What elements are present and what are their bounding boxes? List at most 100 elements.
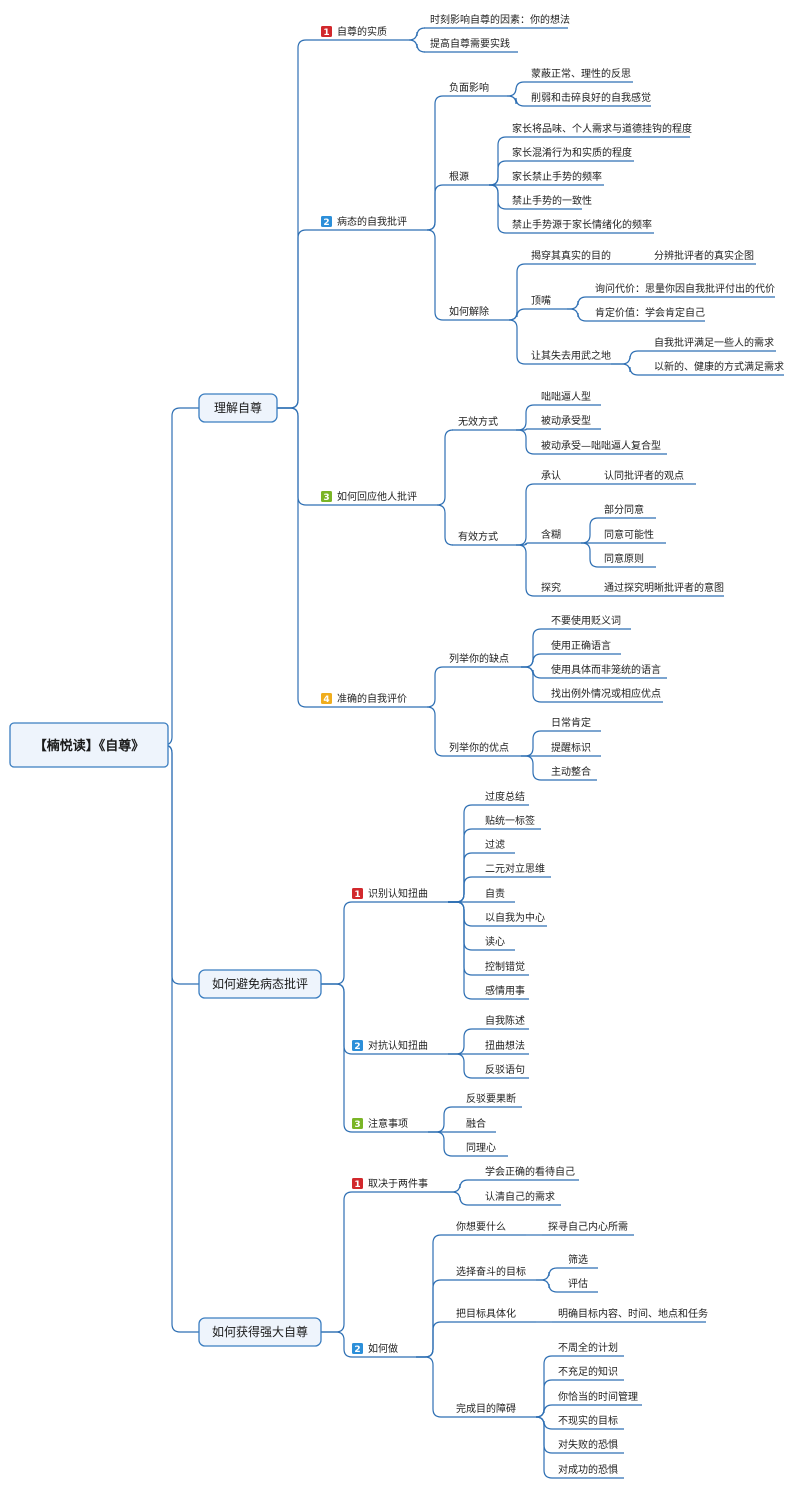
node-0-1-0-0[interactable]: 蒙蔽正常、理性的反思 [525,67,633,83]
node-0-0-0[interactable]: 时刻影响自尊的因素：你的想法 [424,13,570,29]
node-label: 揭穿其真实的目的 [531,249,611,262]
node-0-2-1-1-2[interactable]: 同意原则 [598,552,656,568]
node-0-1-2-0-0[interactable]: 分辨批评者的真实企图 [648,249,756,265]
node-0-1-0-1[interactable]: 削弱和击碎良好的自我感觉 [525,91,651,107]
node-2-0-0[interactable]: 学会正确的看待自己 [479,1165,579,1181]
connector-line [581,517,599,544]
node-1-0-2[interactable]: 过滤 [479,838,515,854]
node-1-0-4[interactable]: 自责 [479,887,515,903]
node-0-3-0-3[interactable]: 找出例外情况或相应优点 [545,687,663,703]
node-2-1-3-3[interactable]: 不现实的目标 [552,1414,624,1430]
priority-2-icon [321,216,332,227]
node-2-1-2[interactable]: 把目标具体化 [450,1307,536,1323]
node-0-2-0-1[interactable]: 被动承受型 [535,414,601,430]
node-1-1-2[interactable]: 反驳语句 [479,1063,529,1079]
node-0-1-2-2-1[interactable]: 以新的、健康的方式满足需求 [648,360,784,376]
node-2-1-0-0[interactable]: 探寻自己内心所需 [542,1220,634,1236]
node-1-0-7[interactable]: 控制错觉 [479,960,529,976]
node-2-1-3-1[interactable]: 不充足的知识 [552,1365,624,1381]
node-1-1-0[interactable]: 自我陈述 [479,1014,529,1030]
node-0-2-0-0[interactable]: 咄咄逼人型 [535,390,601,406]
node-0-1-2-2[interactable]: 让其失去用武之地 [525,349,611,365]
node-0-1-2-0[interactable]: 揭穿其真实的目的 [525,249,621,265]
node-0-2-1-1-1[interactable]: 同意可能性 [598,528,666,544]
node-1-2-1[interactable]: 融合 [460,1117,496,1133]
node-0-3-0-1[interactable]: 使用正确语言 [545,639,621,655]
node-2-1-3-5[interactable]: 对成功的恐惧 [552,1463,624,1479]
node-0-1-2-1[interactable]: 顶嘴 [525,295,567,310]
node-1-0-3[interactable]: 二元对立思维 [479,862,551,878]
node-2-1-1-0[interactable]: 筛选 [562,1253,598,1269]
node-0-3-1-2[interactable]: 主动整合 [545,765,597,781]
node-1-0-8[interactable]: 感情用事 [479,984,529,1000]
node-1-2-2[interactable]: 同理心 [460,1142,508,1157]
node-0[interactable]: 理解自尊 [198,393,278,423]
node-1-0-5[interactable]: 以自我为中心 [479,911,547,927]
node-0-1-2-2-0[interactable]: 自我批评满足一些人的需求 [648,336,776,352]
priority-3-icon [352,1118,363,1129]
node-1-1-1[interactable]: 扭曲想法 [479,1039,529,1055]
connector-line [448,1053,479,1079]
node-0-3-0[interactable]: 列举你的缺点 [443,652,521,668]
node-2-1-1[interactable]: 选择奋斗的目标 [450,1265,536,1281]
node-0-2-1-1-0[interactable]: 部分同意 [598,503,656,519]
node-0-3-1-0[interactable]: 日常肯定 [545,716,601,732]
node-1-0-1[interactable]: 贴统一标签 [479,814,541,830]
node-0-1-1-0[interactable]: 家长将品味、个人需求与道德挂钩的程度 [506,122,692,138]
node-label: 让其失去用武之地 [531,349,611,362]
node-2-1-2-0[interactable]: 明确目标内容、时间、地点和任务 [552,1307,708,1323]
node-0-3-0-0[interactable]: 不要使用贬义词 [545,614,631,630]
connector-line [611,363,648,376]
node-0-1-1-1[interactable]: 家长混淆行为和实质的程度 [506,146,634,162]
node-0-2-1-0[interactable]: 承认 [535,469,581,485]
node-0-1-2-1-0[interactable]: 询问代价：思量你因自我批评付出的代价 [589,282,775,298]
node-2-1-3-2[interactable]: 你恰当的时间管理 [552,1390,642,1406]
node-0-2-1-0-0[interactable]: 认同批评者的观点 [598,469,696,485]
node-2-1-3[interactable]: 完成目的障碍 [450,1402,536,1418]
node-2-1-0[interactable]: 你想要什么 [450,1220,526,1236]
node-0-1-1-4[interactable]: 禁止手势源于家长情绪化的频率 [506,218,654,234]
node-0-2-1[interactable]: 有效方式 [452,530,516,546]
node-2-1-3-0[interactable]: 不周全的计划 [552,1341,624,1357]
priority-number: 3 [354,1120,360,1130]
node-label: 蒙蔽正常、理性的反思 [531,67,631,80]
node-0-2-1-1[interactable]: 含糊 [535,528,581,544]
node-2[interactable]: 如何获得强大自尊 [198,1317,322,1347]
node-1-2-0[interactable]: 反驳要果断 [460,1092,522,1108]
node-0-1-2-1-1[interactable]: 肯定价值：学会肯定自己 [589,306,705,322]
node-label: 不要使用贬义词 [551,614,621,627]
node-0-2-1-2-0[interactable]: 通过探究明晰批评者的意图 [598,581,724,597]
node-0-1-0[interactable]: 负面影响 [443,81,507,97]
node-2-0-1[interactable]: 认清自己的需求 [479,1190,561,1206]
node-0-0-1[interactable]: 提高自尊需要实践 [424,37,518,53]
node-0-3-1-1[interactable]: 提醒标识 [545,742,601,757]
node-label: 被动承受型 [541,414,591,427]
node-0-3-1[interactable]: 列举你的优点 [443,741,521,757]
node-2-1-3-4[interactable]: 对失败的恐惧 [552,1438,624,1454]
node-0-3-0-2[interactable]: 使用具体而非笼统的语言 [545,663,667,679]
node-0-1-1-2[interactable]: 家长禁止手势的频率 [506,170,604,186]
node-1-0-0[interactable]: 过度总结 [479,790,529,806]
node-0-1-1[interactable]: 根源 [443,170,489,186]
node-0-1-1-3[interactable]: 禁止手势的一致性 [506,194,592,210]
connector-line [521,730,545,757]
node-0-2-1-2[interactable]: 探究 [535,581,581,597]
node-0-1-2[interactable]: 如何解除 [443,305,509,321]
node-0-2-0-2[interactable]: 被动承受—咄咄逼人复合型 [535,439,667,455]
root-node[interactable]: 【楠悦读】《自尊》 [9,722,169,768]
node-0-2-0[interactable]: 无效方式 [452,415,516,431]
node-1[interactable]: 如何避免病态批评 [198,969,322,999]
node-2-1-1-1[interactable]: 评估 [562,1277,598,1293]
node-1-0-6[interactable]: 读心 [479,935,515,951]
connector-lines [163,27,648,1479]
node-label: 自尊的实质 [337,25,387,38]
